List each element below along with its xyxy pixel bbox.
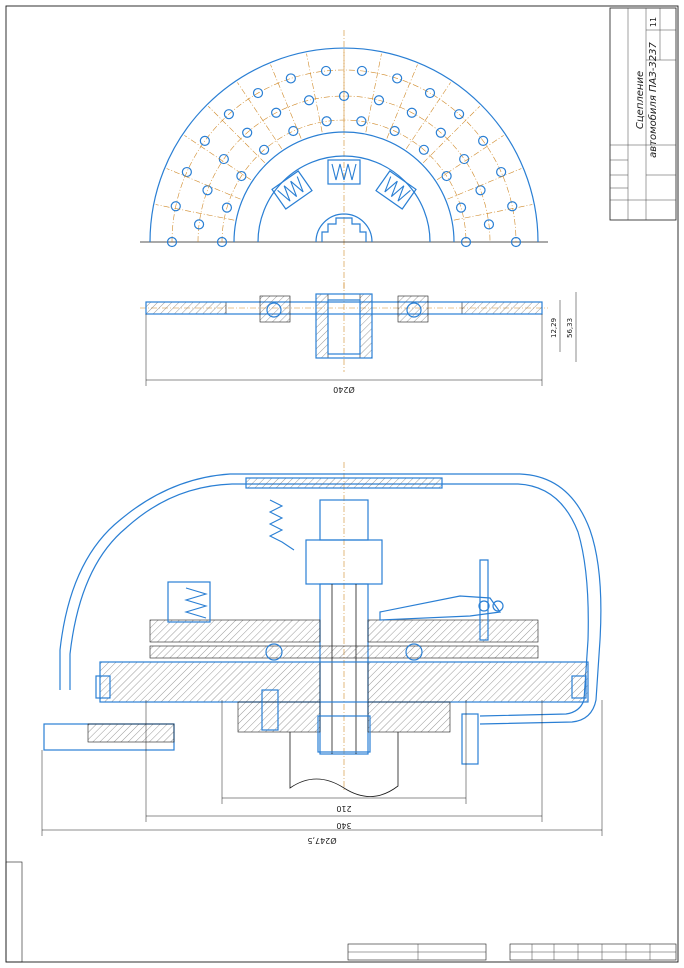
rivet-hole — [496, 166, 507, 178]
damper-spring-right — [375, 170, 417, 210]
segment-line — [386, 64, 418, 139]
segment-line — [405, 82, 451, 150]
rivet-hole — [453, 109, 465, 120]
overall-span-dim: Ø247,5 — [307, 836, 336, 846]
rivet-hole — [321, 116, 332, 127]
rivet-hole — [406, 107, 417, 118]
binding-strip — [5, 861, 23, 963]
rivet-hole — [223, 109, 235, 120]
rivet-hole — [170, 201, 181, 212]
segment-line — [166, 168, 241, 200]
segment-line — [447, 168, 522, 200]
rivet-hole — [320, 65, 332, 77]
segment-line — [365, 53, 382, 133]
rivet-hole — [236, 170, 247, 182]
rivet-hole — [510, 236, 522, 248]
segment-line — [270, 64, 302, 139]
friction-rivets — [166, 65, 522, 248]
damper-spring-left — [271, 170, 313, 210]
rivet-hole — [373, 95, 385, 106]
sheet-frame — [5, 5, 679, 963]
segment-line — [155, 204, 235, 221]
segment-line — [184, 135, 252, 181]
segment-lines — [155, 50, 533, 221]
rivet-hole — [424, 87, 436, 99]
segment-line — [208, 106, 266, 164]
inner-span-dim: 210 — [336, 804, 351, 813]
rivet-hole — [303, 95, 315, 106]
segment-line — [453, 204, 533, 221]
rivet-hole — [193, 219, 205, 230]
disc-front-view — [140, 30, 548, 290]
segment-line — [306, 53, 323, 133]
rivet-hole — [475, 185, 486, 196]
disc-section-view: Ø240 12,29 56,33 — [140, 282, 577, 395]
rivet-hole — [435, 127, 446, 138]
rivet-hole — [199, 135, 210, 147]
rivet-hole — [460, 236, 472, 248]
rivet-hole — [259, 144, 270, 155]
outer-span-dim: 340 — [336, 821, 351, 830]
rivet-hole — [181, 166, 192, 178]
rivet-hole — [356, 116, 367, 127]
rivet-hole — [356, 65, 368, 77]
bottom-stamp — [347, 943, 677, 961]
rivet-hole — [507, 201, 518, 212]
title-line-1: Сцепление — [635, 71, 646, 129]
rivet-hole — [271, 107, 282, 118]
rivet-hole — [285, 73, 296, 84]
title-line-2: автомобиля ПАЗ-3237 — [647, 42, 659, 158]
hub-height-dim-2: 56,33 — [566, 318, 574, 338]
rivet-hole — [392, 73, 403, 84]
rivet-hole — [483, 219, 495, 230]
rivet-hole — [216, 236, 228, 248]
hub-height-dim-1: 12,29 — [550, 318, 558, 338]
disc-diameter-dim: Ø240 — [333, 385, 355, 395]
rivet-hole — [418, 144, 429, 155]
rivet-hole — [478, 135, 489, 147]
damper-spring-center — [327, 159, 361, 185]
rivet-hole — [252, 87, 264, 99]
clutch-assembly-section: 210 340 Ø247,5 — [41, 462, 603, 846]
segment-line — [422, 106, 480, 164]
rivet-hole — [221, 202, 233, 213]
rivet-hole — [455, 202, 467, 213]
rivet-hole — [166, 236, 178, 248]
rivet-hole — [441, 170, 452, 182]
rivet-hole — [459, 153, 470, 165]
segment-line — [237, 82, 283, 150]
title-block: 11 Сцепление автомобиля ПАЗ-3237 — [609, 7, 677, 221]
sheet-number: 11 — [649, 17, 658, 27]
segment-line — [436, 135, 504, 181]
rivet-hole — [242, 127, 253, 138]
